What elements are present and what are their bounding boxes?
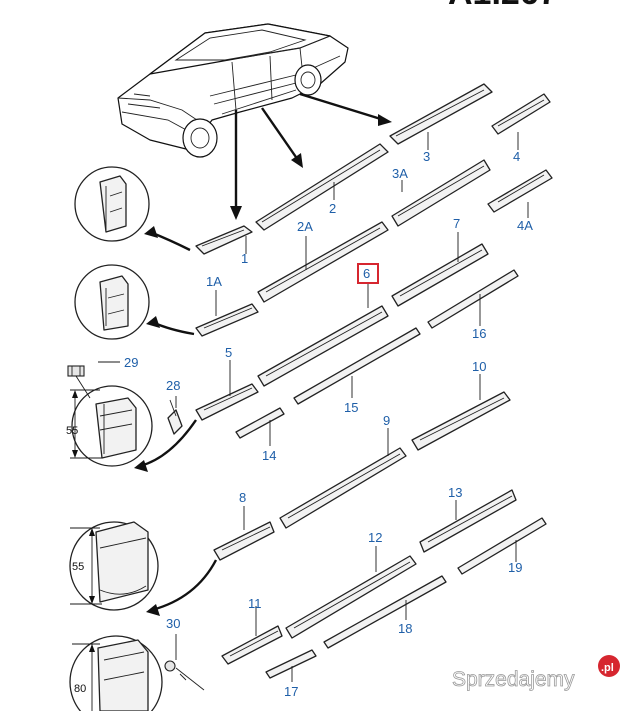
callout-16[interactable]: 16 (472, 326, 486, 341)
callout-19[interactable]: 19 (508, 560, 522, 575)
callout-2[interactable]: 2 (329, 201, 336, 216)
callout-7[interactable]: 7 (453, 216, 460, 231)
part-18-strip[interactable] (323, 575, 447, 649)
screw-28-icon (167, 396, 183, 435)
part-11-molding[interactable] (221, 625, 283, 665)
callout-9[interactable]: 9 (383, 413, 390, 428)
watermark-badge (598, 655, 620, 677)
clip-29-icon (67, 365, 91, 399)
callout-3A[interactable]: 3A (392, 166, 408, 181)
detail-circle-a (74, 166, 150, 242)
part-8-molding[interactable] (213, 521, 275, 561)
callout-1A[interactable]: 1A (206, 274, 222, 289)
callout-29[interactable]: 29 (124, 355, 138, 370)
detail-circle-e (69, 635, 163, 711)
callout-12[interactable]: 12 (368, 530, 382, 545)
arrow-8-to-circle-d (151, 559, 218, 612)
callout-8[interactable]: 8 (239, 490, 246, 505)
callout-1[interactable]: 1 (241, 251, 248, 266)
callout-11[interactable]: 11 (248, 596, 262, 611)
part-13-molding[interactable] (419, 489, 517, 553)
callout-5[interactable]: 5 (225, 345, 232, 360)
part-12-molding[interactable] (285, 555, 417, 639)
part-9-molding[interactable] (279, 447, 407, 529)
diagram-code: A1.267 (448, 0, 558, 12)
arrow-5-to-circle-c (139, 419, 197, 468)
part-19-strip[interactable] (457, 517, 547, 575)
callout-3[interactable]: 3 (423, 149, 430, 164)
part-15-strip[interactable] (293, 327, 421, 405)
callout-14[interactable]: 14 (262, 448, 276, 463)
part-14-strip[interactable] (235, 407, 285, 439)
part-10-molding[interactable] (411, 391, 511, 451)
highlight-box-6 (357, 263, 379, 284)
part-2A-molding[interactable] (257, 221, 389, 303)
leader-lines (98, 132, 529, 682)
arrow-car-to-2 (261, 107, 299, 161)
watermark-logo: Sprzedajemy .pl (452, 655, 620, 691)
callout-4[interactable]: 4 (513, 149, 520, 164)
part-2-molding[interactable] (255, 143, 389, 231)
callout-15[interactable]: 15 (344, 400, 358, 415)
callout-18[interactable]: 18 (398, 621, 412, 636)
part-17-strip[interactable] (265, 649, 317, 679)
part-4-molding[interactable] (491, 93, 551, 135)
detail-circle-d (69, 521, 159, 611)
dim-55-lower: 55 (72, 561, 84, 573)
dim-55-upper: 55 (66, 425, 78, 437)
watermark-brand: Sprzedajemy (452, 668, 575, 691)
callout-17[interactable]: 17 (284, 684, 298, 699)
car-illustration (117, 23, 349, 158)
dim-80: 80 (74, 683, 86, 695)
part-3A-molding[interactable] (391, 159, 491, 227)
callout-28[interactable]: 28 (166, 378, 180, 393)
detail-circle-b (74, 264, 150, 340)
callout-4A[interactable]: 4A (517, 218, 533, 233)
callout-30[interactable]: 30 (166, 616, 180, 631)
callout-10[interactable]: 10 (472, 359, 486, 374)
part-3-molding[interactable] (389, 83, 493, 145)
callout-13[interactable]: 13 (448, 485, 462, 500)
watermark-suffix: .pl (601, 662, 614, 674)
part-1-molding[interactable] (195, 225, 253, 255)
callout-6[interactable]: 6 (363, 266, 370, 281)
arrow-car-to-3 (299, 92, 385, 122)
callout-2A[interactable]: 2A (297, 219, 313, 234)
part-16-strip[interactable] (427, 269, 519, 329)
part-6-molding[interactable] (257, 305, 389, 387)
part-7-molding[interactable] (391, 243, 489, 307)
part-4A-molding[interactable] (487, 169, 553, 213)
clip-30-icon (164, 634, 205, 691)
part-1A-molding[interactable] (195, 303, 259, 337)
detail-circle-c (70, 385, 153, 467)
part-5-molding[interactable] (195, 383, 259, 421)
